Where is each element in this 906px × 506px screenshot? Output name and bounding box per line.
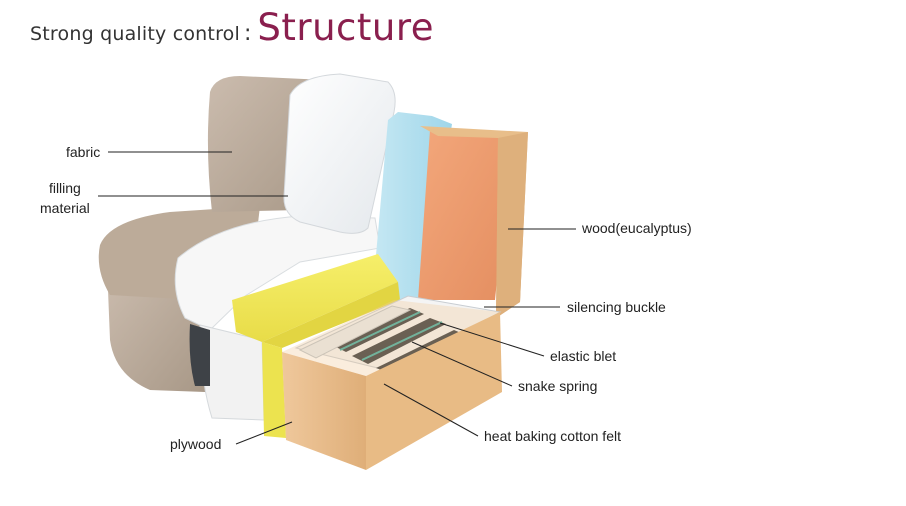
label-silencing-buckle: silencing buckle [567,299,666,315]
header-subtitle: Strong quality control [30,23,240,45]
yellow-foam-block [232,254,398,342]
label-filling-line2: material [40,200,90,216]
label-filling-material: filling material [40,178,90,218]
label-elastic-belt: elastic blet [550,348,617,364]
wood-front-block [282,352,366,470]
page-header: Strong quality control : Structure [30,6,434,49]
label-filling-line1: filling [48,180,81,196]
orange-foam-layer [418,130,512,300]
cotton-felt-mesh [298,305,412,359]
header-separator: : [243,21,252,46]
back-cushion-white [283,73,396,234]
seat-filling-white [174,215,381,331]
label-snake-spring: snake spring [518,378,598,394]
label-heat-baking-cotton-felt: heat baking cotton felt [484,428,621,444]
header-title: Structure [257,6,435,49]
leader-lines [98,151,576,445]
label-plywood: plywood [170,436,222,452]
label-wood: wood(eucalyptus) [582,220,692,236]
label-fabric: fabric [66,144,101,160]
